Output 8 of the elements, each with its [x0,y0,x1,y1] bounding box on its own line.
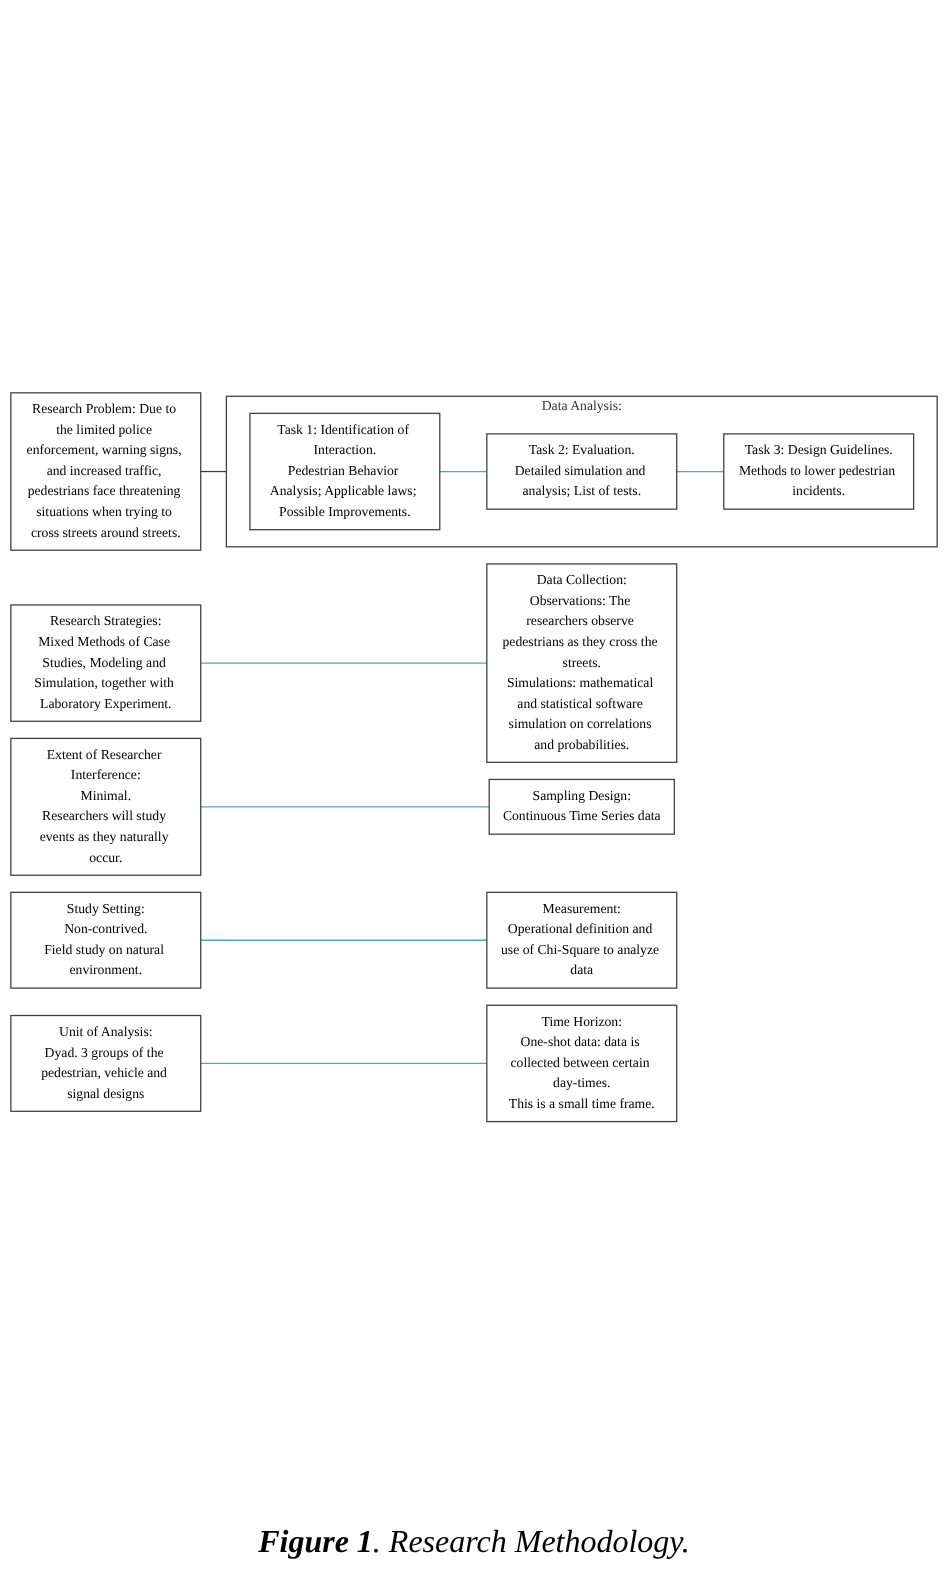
connector [439,470,488,472]
connector [200,939,488,941]
connector [200,662,488,664]
connector [200,1062,488,1064]
connector [200,805,490,808]
figure-caption: Figure 1. Research Methodology. [258,1524,690,1564]
connector [200,470,228,472]
connector [676,470,725,472]
